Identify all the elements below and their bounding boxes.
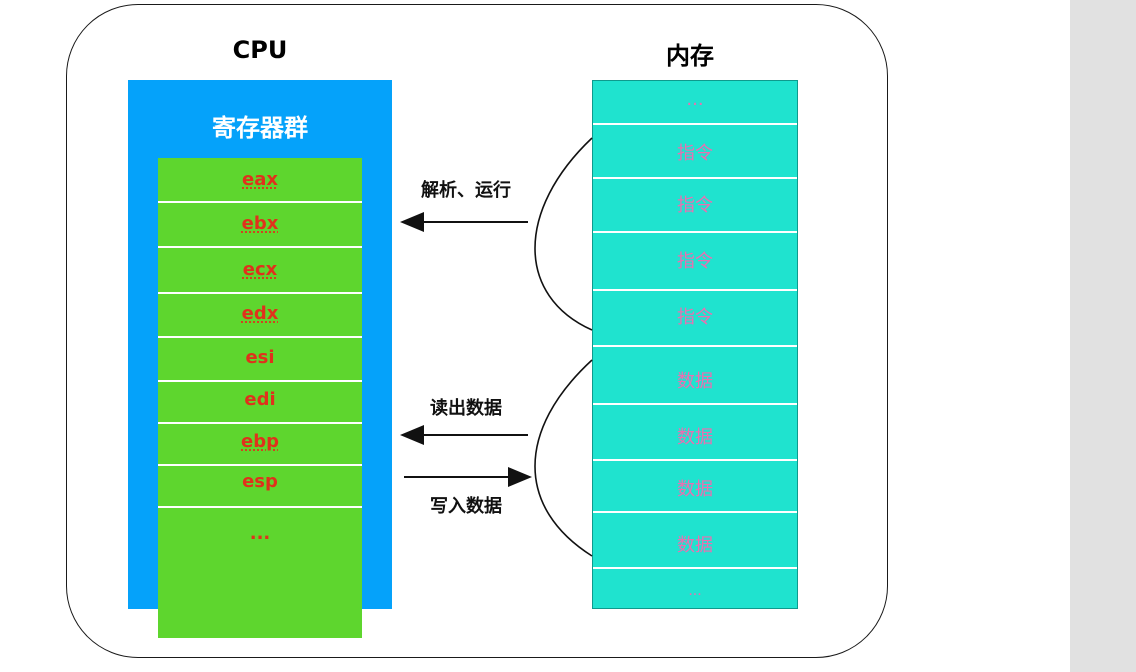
register-divider — [158, 246, 362, 248]
register-divider — [158, 422, 362, 424]
memory-instruction: 指令 — [677, 143, 713, 164]
register-label: eax — [242, 169, 278, 190]
memory-data: 数据 — [677, 427, 713, 448]
register-stack: eax ebx ecx edx esi edi ebp esp — [158, 158, 362, 638]
cpu-block: 寄存器群 eax ebx ecx edx esi edi ebp esp — [128, 80, 392, 638]
register-ebp: ebp — [158, 420, 362, 464]
diagram-frame — [66, 4, 888, 658]
register-divider — [158, 506, 362, 508]
memory-divider — [593, 231, 797, 233]
memory-data: 数据 — [677, 371, 713, 392]
register-label: edx — [241, 303, 279, 324]
data-bracket — [534, 359, 593, 557]
register-divider — [158, 201, 362, 203]
memory-divider — [593, 123, 797, 125]
memory-ellipsis-bottom: ... — [688, 583, 702, 599]
memory-data: 数据 — [677, 535, 713, 556]
memory-instruction: 指令 — [677, 307, 713, 328]
register-divider — [158, 292, 362, 294]
register-label: ebx — [241, 213, 279, 234]
memory-divider — [593, 345, 797, 347]
register-ellipsis: ... — [158, 512, 362, 556]
memory-divider — [593, 511, 797, 513]
memory-divider — [593, 567, 797, 569]
register-label: esp — [242, 471, 278, 492]
memory-divider — [593, 289, 797, 291]
memory-divider — [593, 177, 797, 179]
memory-block: ... 指令 指令 指令 指令 数据 数据 数据 数据 ... — [592, 80, 798, 609]
register-eax: eax — [158, 158, 362, 202]
read-data-label: 读出数据 — [430, 398, 502, 419]
parse-run-label: 解析、运行 — [421, 180, 511, 201]
register-ecx: ecx — [158, 248, 362, 292]
register-esi: esi — [158, 336, 362, 380]
memory-title: 内存 — [666, 42, 714, 70]
register-esp: esp — [158, 460, 362, 504]
register-label: ... — [249, 523, 271, 544]
memory-instruction: 指令 — [677, 251, 713, 272]
side-panel — [1070, 0, 1136, 672]
register-label: edi — [244, 389, 276, 410]
instruction-bracket — [534, 137, 593, 331]
memory-ellipsis-top: ... — [686, 89, 704, 110]
register-ebx: ebx — [158, 202, 362, 246]
register-group-title: 寄存器群 — [212, 114, 308, 142]
memory-instruction: 指令 — [677, 195, 713, 216]
register-label: esi — [245, 347, 275, 368]
memory-data: 数据 — [677, 479, 713, 500]
register-edx: edx — [158, 292, 362, 336]
register-divider — [158, 464, 362, 466]
memory-divider — [593, 459, 797, 461]
memory-divider — [593, 403, 797, 405]
cpu-title: CPU — [232, 36, 288, 64]
register-edi: edi — [158, 378, 362, 422]
register-label: ecx — [242, 259, 278, 280]
write-data-label: 写入数据 — [430, 496, 502, 517]
register-label: ebp — [241, 431, 279, 452]
register-divider — [158, 336, 362, 338]
register-divider — [158, 380, 362, 382]
